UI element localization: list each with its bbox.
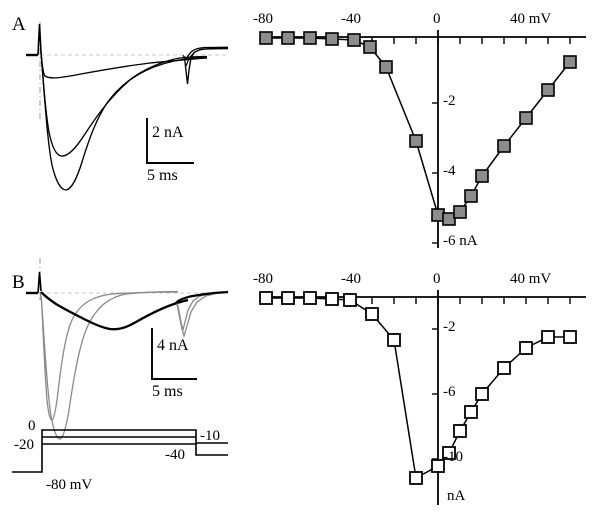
panel-a-trace-3 [40,51,208,191]
panel-b-iv-dataline [266,297,570,480]
panel-b-tail-black [173,290,229,305]
protocol-label-0: 0 [28,418,36,434]
panel-b-trace-gray-1 [39,291,179,421]
panel-a-xtick-40mv: 40 mV [510,11,552,27]
panel-b-ytick-minus2: -2 [443,319,456,335]
panel-b-scale-current-label: 4 nA [157,337,189,354]
panel-a-iv-dataline [266,37,571,220]
panel-a-trace-2 [40,51,208,157]
panel-a-ytick-minus4: -4 [443,163,456,179]
panel-b-capacitive-transient [37,271,42,294]
protocol-trace-top [12,429,228,473]
panel-b-traces [26,258,229,440]
panel-a-xtick-zero: 0 [433,11,441,27]
panel-b-iv-plot [259,290,586,505]
panel-b-trace-gray-2 [39,290,179,440]
protocol-label-minus10: -10 [200,428,220,444]
protocol-label-minus20: -20 [14,437,34,453]
panel-b-yaxis-unit: nA [447,488,466,504]
panel-b-xtick-zero: 0 [433,271,441,287]
panel-a-scale-time-label: 5 ms [147,167,178,184]
panel-a-tail-recovery-2 [185,48,229,67]
panel-b-xtick-minus80: -80 [253,271,273,287]
protocol-label-minus80mv: -80 mV [46,477,93,493]
panel-a-tail-recovery [185,46,229,61]
panel-b-xtick-minus40: -40 [341,271,361,287]
panel-a-iv-markers [259,31,577,226]
panel-letter-b: B [12,272,25,293]
panel-a-xtick-minus40: -40 [341,11,361,27]
panel-a-iv-plot [259,30,586,248]
panel-a-traces [26,22,229,191]
panel-letter-a: A [12,14,26,35]
protocol-trace-bottom [42,443,228,456]
panel-b-scale-time-label: 5 ms [152,383,183,400]
panel-b-protocol [12,429,228,473]
panel-a-scale-current-label: 2 nA [152,124,184,141]
panel-b-ytick-minus10: -10 [443,449,463,465]
panel-a-xtick-minus80: -80 [253,11,273,27]
panel-a-trace-1 [40,51,208,79]
panel-b-ytick-minus6: -6 [443,384,456,400]
panel-a-ytick-minus6-na: -6 nA [443,233,478,249]
panel-b-xtick-40mv: 40 mV [510,271,552,287]
panel-a-capacitive-transient [37,23,42,56]
panel-a-iv-yticks [432,102,438,244]
panel-b-iv-markers [259,291,577,485]
protocol-label-minus40: -40 [165,447,185,463]
panel-a-scale-bar [146,118,194,164]
panel-b-tail-gray-2 [176,291,229,339]
panel-b-iv-yticks [432,328,438,460]
panel-a-ytick-minus2: -2 [443,93,456,109]
panel-b-scale-bar [151,328,197,380]
